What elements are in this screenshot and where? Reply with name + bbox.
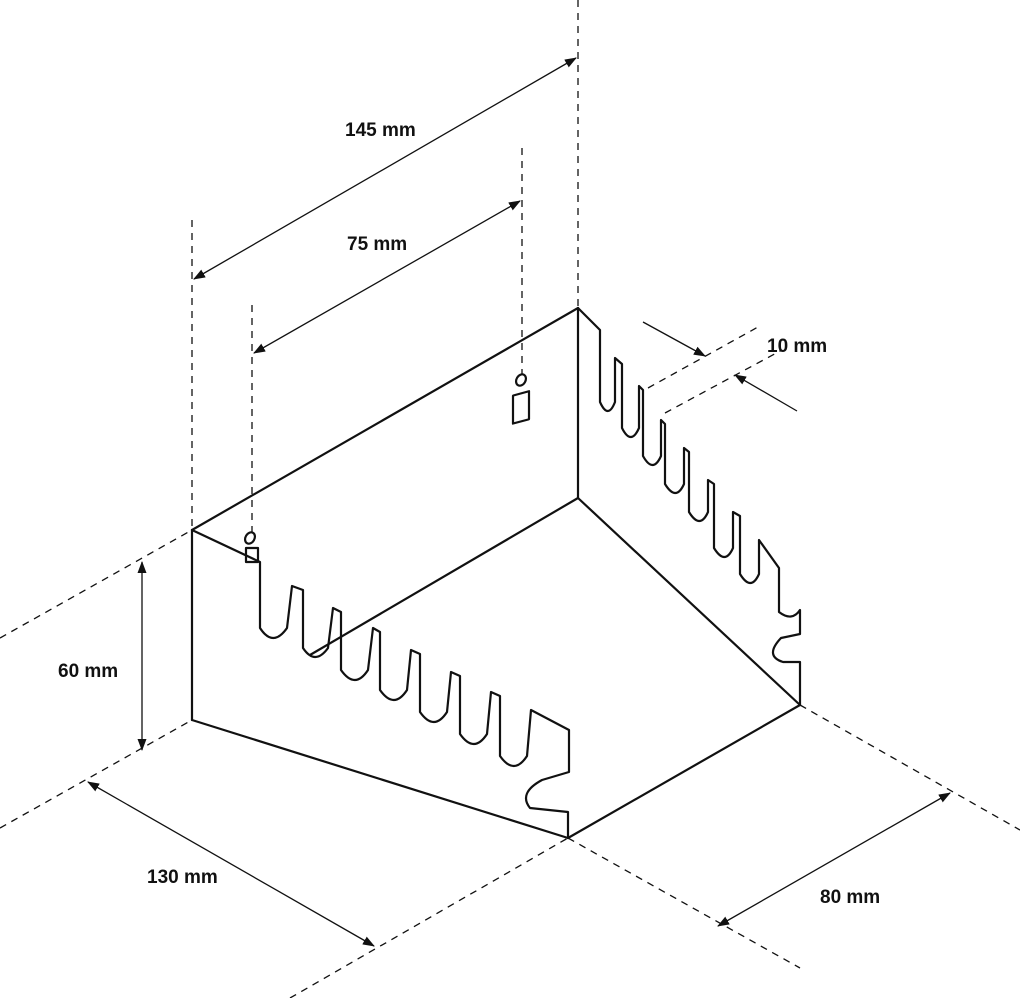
floor-diagonal-edge [576, 496, 802, 707]
extension-line-right-floor [799, 704, 1020, 831]
extension-line-slot-b [664, 349, 783, 414]
bottom-front-edge [190, 718, 570, 840]
extension-line-front-corner [289, 837, 569, 999]
label-depth: 80 mm [820, 887, 880, 908]
label-overall-width: 145 mm [345, 120, 416, 141]
right-slotted-wall [576, 306, 802, 707]
extension-line-left-floor-up [0, 529, 193, 639]
wrench-rack [190, 306, 802, 840]
label-hole-spacing: 75 mm [347, 234, 407, 255]
bottom-right-edge [566, 703, 802, 840]
mount-hole-left [243, 531, 257, 545]
back-top-edge [190, 306, 580, 532]
square-cutout-left [244, 546, 260, 564]
dimension-line-75mm [253, 200, 521, 354]
dimension-line-130mm [87, 781, 375, 947]
mount-hole-right [514, 373, 528, 387]
dimension-line-10mm-lower [734, 374, 798, 412]
label-height: 60 mm [58, 661, 118, 682]
label-front-length: 130 mm [147, 867, 218, 888]
square-cutout-right [511, 390, 531, 425]
extension-line-slot-a [647, 326, 759, 389]
extension-line-front-right [567, 837, 801, 969]
label-slot-pitch: 10 mm [767, 336, 827, 357]
dimension-lines [87, 57, 951, 947]
dimension-line-10mm-upper [642, 321, 706, 357]
dimension-line-80mm [717, 792, 951, 927]
dimension-labels: 145 mm 75 mm 10 mm 60 mm 130 mm 80 mm [58, 120, 880, 908]
front-slotted-wall [190, 528, 571, 840]
extension-line-left-floor-down [0, 719, 193, 829]
back-bottom-edge [308, 496, 580, 657]
